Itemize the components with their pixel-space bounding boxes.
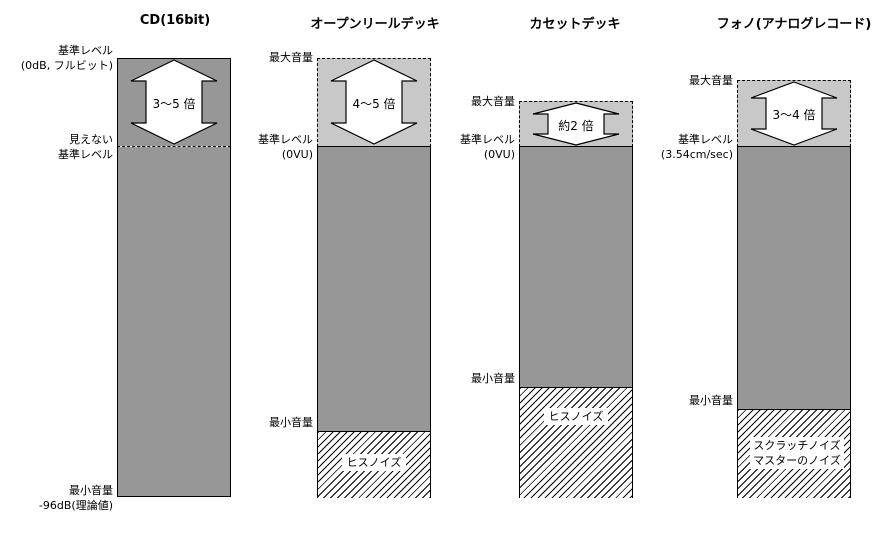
cd-ref-label: 基準レベル [58, 44, 113, 57]
openreel-signal-bar [317, 147, 431, 431]
cassette-signal-bar [519, 147, 633, 387]
cd-invisible-reference-line [117, 146, 231, 147]
phono-noise-label: スクラッチノイズ マスターのノイズ [750, 437, 844, 469]
cassette-noise-label: ヒスノイズ [544, 408, 608, 425]
openreel-headroom-arrow-icon [330, 59, 418, 145]
openreel-reference-line [317, 146, 431, 147]
cd-min-sublabel: -96dB(理論値) [38, 499, 113, 512]
cassette-reference-line [519, 146, 633, 147]
cd-min-label: 最小音量 [69, 484, 113, 497]
openreel-min-label: 最小音量 [269, 416, 313, 429]
cd-signal-bar [117, 147, 231, 497]
phono-reference-line [737, 146, 851, 147]
cassette-ref-sublabel: (0VU) [483, 148, 515, 161]
cassette-noise-floor [519, 388, 633, 498]
openreel-max-label: 最大音量 [269, 51, 313, 64]
phono-noise-label-line1: スクラッチノイズ [753, 439, 841, 452]
cd-headroom-arrow-icon [130, 59, 218, 145]
phono-headroom-ratio: 3～4 倍 [772, 108, 816, 122]
phono-headroom-arrow-icon [750, 81, 838, 146]
cassette-max-label: 最大音量 [471, 95, 515, 108]
cd-headroom-ratio: 3～5 倍 [152, 97, 196, 111]
phono-title: フォノ(アナログレコード) [716, 17, 872, 32]
phono-max-label: 最大音量 [689, 74, 733, 87]
openreel-noise-label: ヒスノイズ [342, 454, 406, 471]
cassette-min-label: 最小音量 [471, 372, 515, 385]
phono-noise-label-line2: マスターのノイズ [753, 454, 841, 467]
phono-ref-label: 基準レベル [678, 133, 733, 146]
cassette-ref-label: 基準レベル [460, 133, 515, 146]
phono-min-line [737, 409, 851, 410]
phono-signal-bar [737, 147, 851, 409]
cd-invisible-label: 見えない [69, 133, 113, 146]
cassette-headroom-arrow-icon [532, 102, 620, 146]
openreel-ref-sublabel: (0VU) [281, 148, 313, 161]
cassette-min-line [519, 387, 633, 388]
openreel-headroom-ratio: 4～5 倍 [352, 97, 396, 111]
phono-min-label: 最小音量 [689, 394, 733, 407]
phono-ref-sublabel: (3.54cm/sec) [660, 148, 733, 161]
cassette-headroom-ratio: 約2 倍 [558, 119, 594, 133]
cassette-title: カセットデッキ [529, 17, 621, 32]
cd-title: CD(16bit) [139, 13, 211, 28]
cd-invisible-sublabel: 基準レベル [58, 148, 113, 161]
openreel-title: オープンリールデッキ [310, 17, 440, 32]
cd-ref-sublabel: (0dB, フルビット) [20, 59, 113, 72]
openreel-min-line [317, 431, 431, 432]
openreel-ref-label: 基準レベル [258, 133, 313, 146]
